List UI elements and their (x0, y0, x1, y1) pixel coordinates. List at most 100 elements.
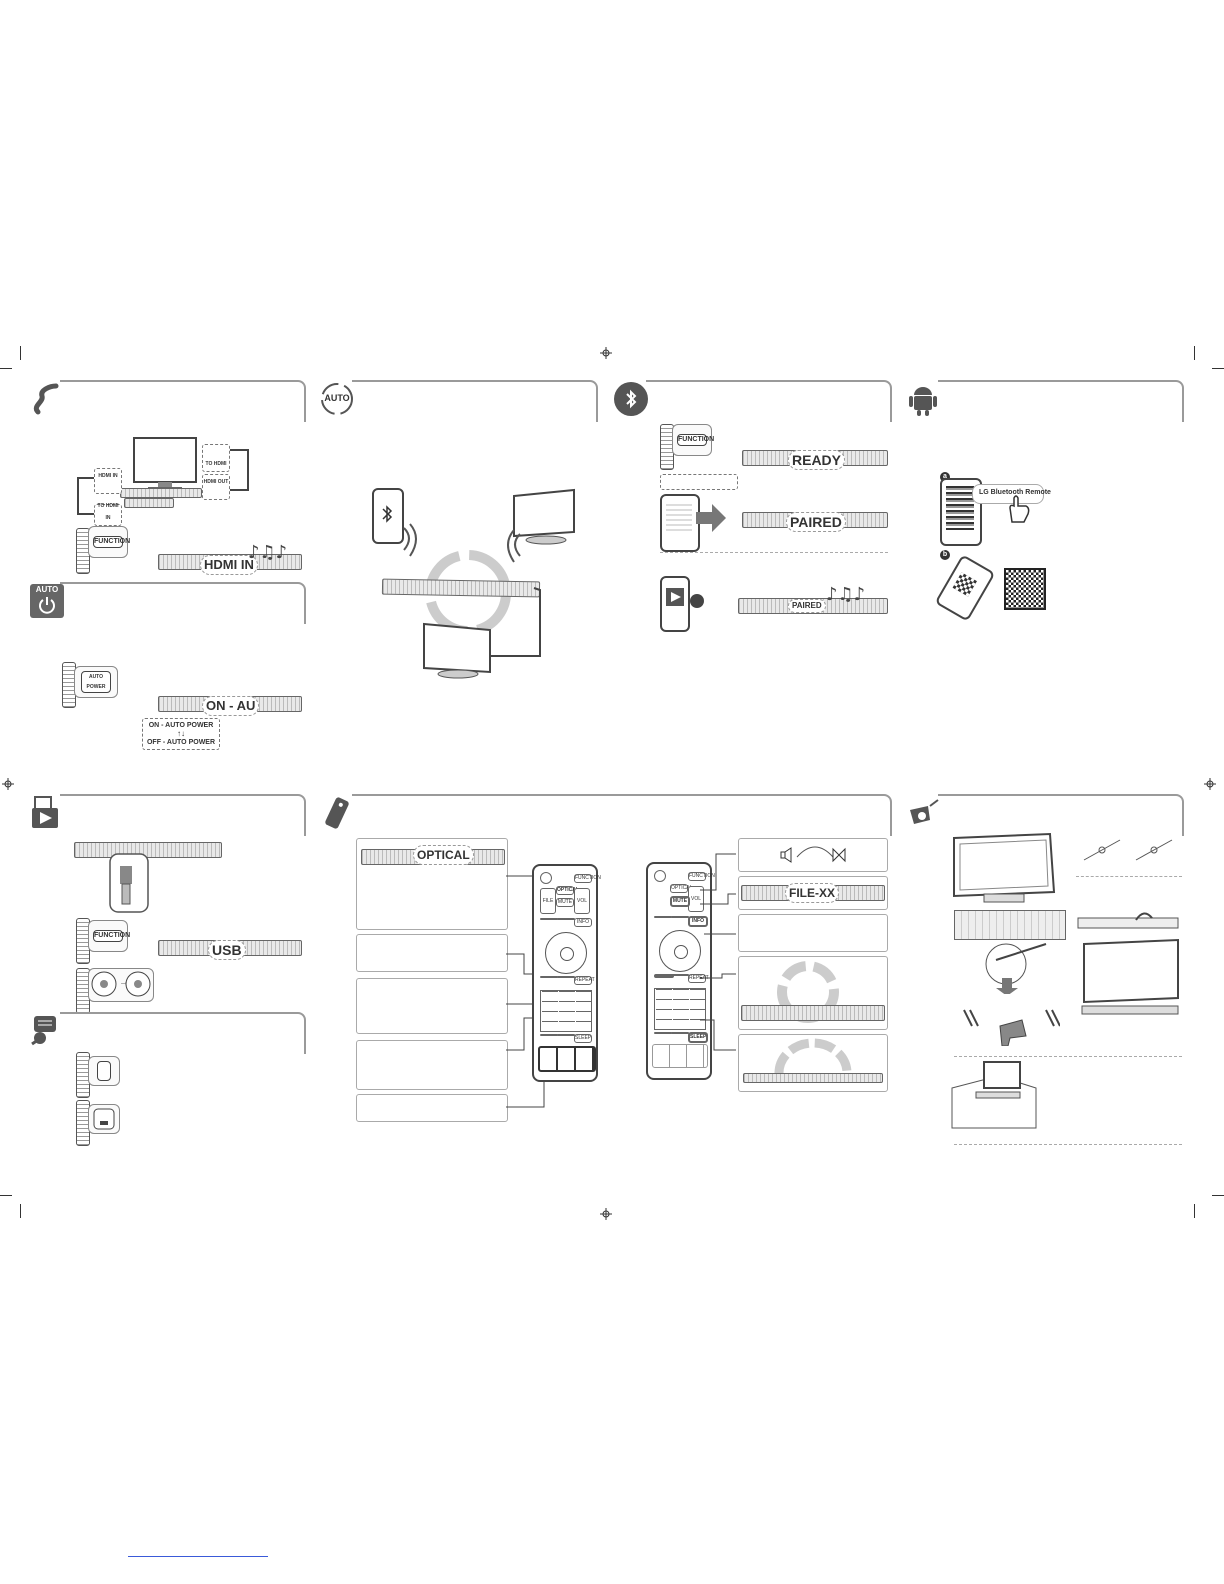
separator (954, 1056, 1182, 1057)
bluetooth-icon (614, 382, 648, 416)
callout-box (356, 978, 508, 1034)
auto-power-panel-header (60, 582, 306, 624)
step-b-marker: b (940, 550, 950, 560)
hdmi-cable (77, 449, 249, 515)
optical-key: OPTICAL (670, 884, 693, 893)
svg-text:♪♫♪: ♪♫♪ (248, 542, 287, 562)
app-panel-header (938, 380, 1184, 422)
tv-stand-illustration (951, 1061, 1037, 1129)
repeat-callout (738, 956, 888, 1030)
function-key: FUNCTION (688, 872, 715, 881)
rk-key (557, 1034, 575, 1036)
crop-mark (0, 368, 12, 369)
player-device (124, 498, 174, 508)
tv-with-soundbar (1081, 938, 1179, 1015)
sleep-callout (738, 1034, 888, 1092)
registration-mark (600, 347, 612, 359)
auto-power-toggle: ON - AUTO POWER ↑↓ OFF - AUTO POWER (142, 718, 220, 750)
optical-waves-icon (507, 529, 521, 563)
tv-illustration (513, 488, 575, 545)
pairing-hint (660, 474, 738, 490)
speaker-icon (780, 847, 792, 863)
remote-control-front: FUNCTION OPTICAL VOL FILE MUTE INFO REPE… (532, 864, 601, 1082)
smartphone-pairing (660, 494, 700, 552)
dpad-icon (93, 1108, 115, 1130)
app-name-label: LG Bluetooth Remote (979, 489, 1051, 496)
arrow-icon: → (119, 977, 129, 988)
auto-switch-panel-header (352, 380, 598, 422)
toggle-off-text: OFF - AUTO POWER (146, 739, 216, 746)
svg-text:♪♫♪: ♪♫♪ (826, 584, 865, 604)
repeat-key: REPEAT (574, 976, 595, 985)
soundbar (743, 1073, 883, 1083)
soundbar (74, 842, 222, 858)
android-icon (909, 387, 937, 416)
hand-tap-icon (1009, 495, 1030, 523)
crop-mark (20, 346, 21, 360)
rk-key (557, 918, 575, 920)
display-paired-small: PAIRED (788, 599, 826, 613)
file-callout: FILE-XX (738, 876, 888, 910)
bluetooth-waves-icon (403, 523, 417, 557)
toggle-on-text: ON - AUTO POWER (148, 722, 214, 729)
step-a-marker: a (940, 472, 950, 482)
dpad-callout (88, 1104, 120, 1134)
app-name-callout: LG Bluetooth Remote (972, 484, 1051, 504)
bracket-mount (1077, 912, 1179, 929)
callout-box (356, 1094, 508, 1122)
rk-key (557, 976, 575, 978)
wall-tv-illustration (953, 832, 1056, 903)
cable-icon (33, 383, 59, 415)
display-hdmi-in: HDMI IN (200, 555, 258, 575)
sound-keys-group (652, 1044, 708, 1068)
callout-box (356, 1040, 508, 1090)
remote-control-icon (325, 797, 349, 829)
separator (954, 1144, 1182, 1145)
mute-key: MUTE (670, 896, 690, 907)
function-button: FUNCTION (677, 434, 714, 446)
arrow-icon (696, 504, 726, 532)
auto-switch-icon: AUTO (320, 382, 354, 416)
bracket-detail (1083, 839, 1173, 861)
rk-key (654, 974, 674, 978)
file-key: FILE (540, 888, 556, 914)
footer-link-underline[interactable] (128, 1556, 268, 1557)
function-button-callout: FUNCTION (88, 920, 130, 952)
rk-key (540, 1034, 558, 1036)
bluetooth-icon (690, 594, 704, 608)
smartphone-playback (660, 576, 690, 632)
leader-lines (700, 853, 736, 1051)
crop-mark (1194, 346, 1195, 360)
display-optical: OPTICAL (413, 845, 474, 865)
music-notes-icon: ♪♫♪ (826, 584, 865, 604)
port-hdmi-out: HDMI OUT (202, 474, 230, 500)
toggle-arrows: ↑↓ (177, 729, 185, 738)
sleep-arc (774, 1038, 852, 1074)
port-to-hdmi: TO HDMI (202, 444, 230, 472)
number-pad (540, 990, 592, 1032)
display-ready: READY (788, 450, 846, 470)
function-button-callout: FUNCTION (672, 424, 714, 456)
usb-play-icon (30, 796, 64, 830)
speech-settings-icon (31, 1016, 56, 1046)
crop-mark (20, 1204, 21, 1218)
port-to-hdmi-in: TO HDMI IN (94, 503, 122, 526)
bluetooth-panel-header (646, 380, 892, 422)
music-notes-icon: ♪♫♪ (248, 542, 287, 562)
drill-detail (985, 943, 1047, 994)
hdmi-panel-header (60, 380, 306, 422)
smartphone-illustration (372, 488, 404, 544)
dpad-icon (91, 971, 117, 997)
usb-panel-header (60, 794, 306, 836)
optical-key: OPTICAL (556, 886, 579, 895)
key-callout (88, 1056, 120, 1086)
usb-port-closeup (109, 853, 149, 913)
display-file-xx: FILE-XX (785, 883, 840, 903)
curved-arrow-icon (796, 846, 834, 858)
screws-icon (963, 1009, 1060, 1046)
info-key: INFO (574, 918, 592, 927)
registration-mark (1204, 778, 1216, 790)
crop-mark (1212, 1195, 1224, 1196)
mute-key: MUTE (556, 898, 574, 907)
auto-label: AUTO (35, 585, 59, 594)
